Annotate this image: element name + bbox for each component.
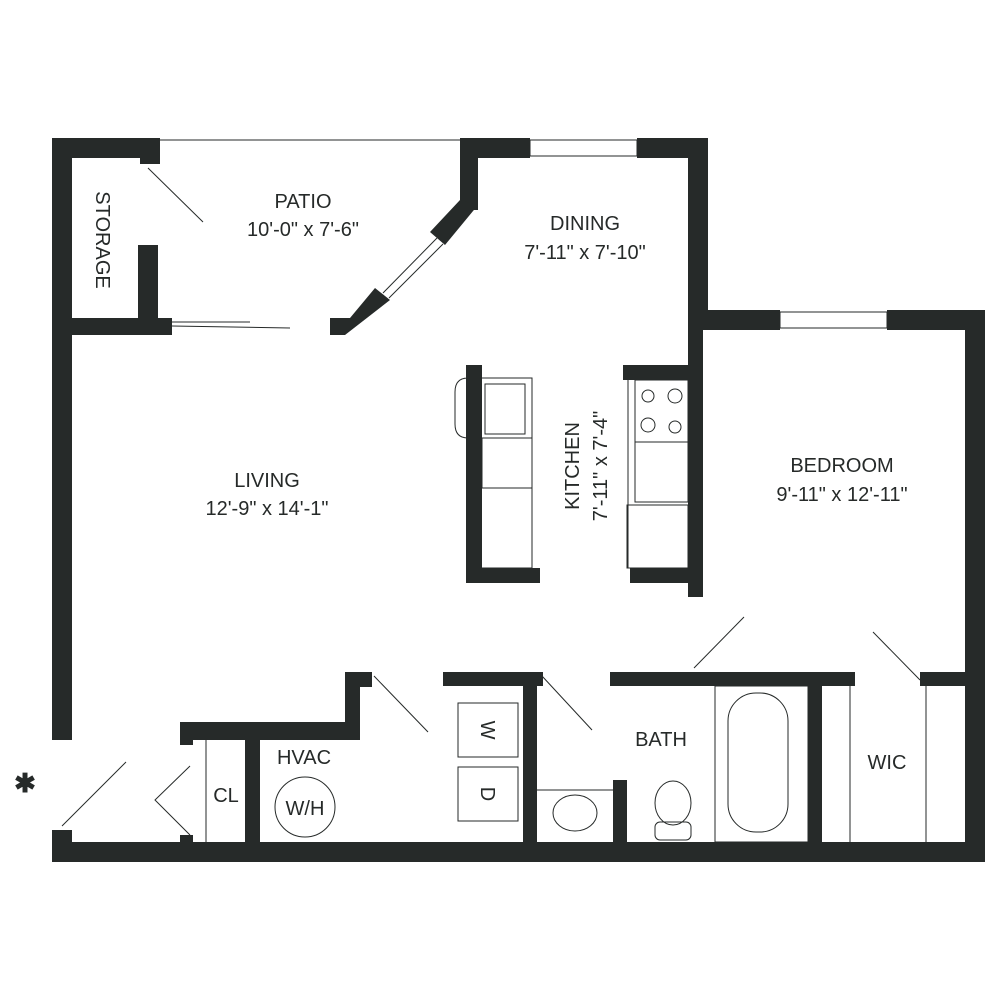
hvac-label: HVAC xyxy=(277,747,331,769)
dryer-label: D xyxy=(476,787,498,801)
kitchen-fixtures xyxy=(454,377,689,569)
dishwasher xyxy=(481,437,533,489)
water-heater-label: W/H xyxy=(286,798,325,820)
laundry-fixtures xyxy=(274,702,519,838)
living-size: 12'-9" x 14'-1" xyxy=(205,498,328,520)
toilet xyxy=(654,780,692,826)
storage-label: STORAGE xyxy=(91,191,113,288)
kitchen-sink xyxy=(484,383,526,435)
living-label: LIVING xyxy=(234,470,300,492)
patio-size: 10'-0" x 7'-6" xyxy=(247,219,359,241)
water-heater xyxy=(274,776,336,838)
bath-fixtures xyxy=(552,685,809,843)
bath-sink xyxy=(552,794,598,832)
washer xyxy=(457,702,519,758)
dining-label: DINING xyxy=(550,213,620,235)
bedroom-size: 9'-11" x 12'-11" xyxy=(776,484,907,506)
bath-label: BATH xyxy=(635,729,687,751)
walls xyxy=(52,138,985,862)
stove xyxy=(634,379,689,443)
entry-marker-icon: ✱ xyxy=(14,768,36,798)
dining-size: 7'-11" x 7'-10" xyxy=(524,242,646,264)
washer-label: W xyxy=(476,721,498,740)
dryer xyxy=(457,766,519,822)
labels: STORAGE PATIO 10'-0" x 7'-6" DINING 7'-1… xyxy=(14,191,907,820)
patio-label: PATIO xyxy=(274,191,331,213)
closet-label: CL xyxy=(213,785,239,807)
kitchen-label: KITCHEN xyxy=(562,422,584,510)
doors[interactable] xyxy=(61,167,921,836)
wic-label: WIC xyxy=(868,752,907,774)
bathtub xyxy=(727,692,789,833)
kitchen-size: 7'-11" x 7'-4" xyxy=(590,411,612,521)
refrigerator xyxy=(626,504,689,569)
windows-and-lines xyxy=(160,139,927,842)
bedroom-label: BEDROOM xyxy=(790,455,893,477)
